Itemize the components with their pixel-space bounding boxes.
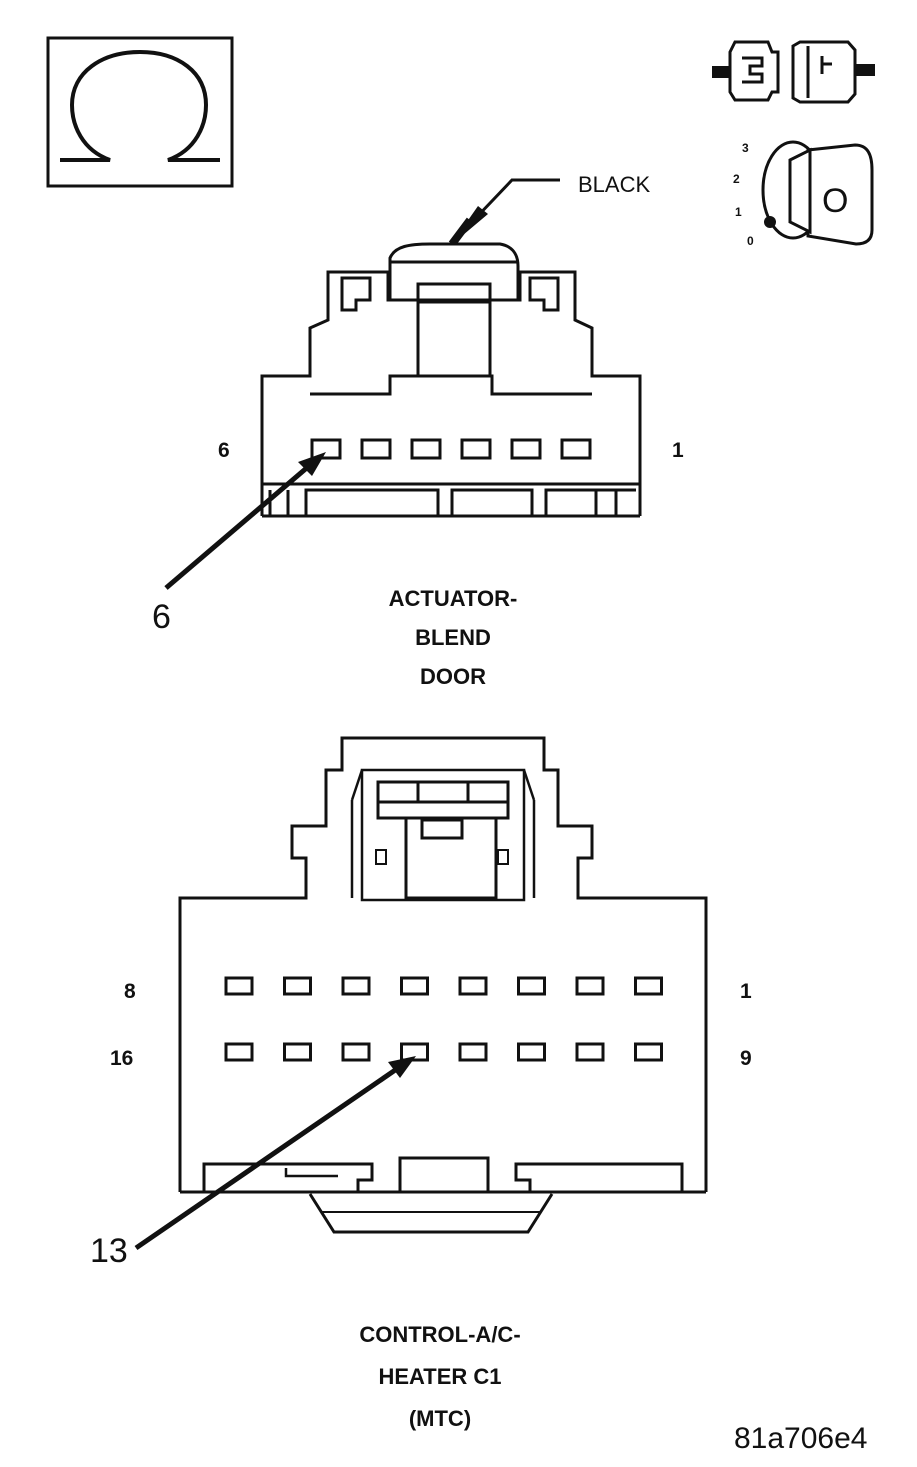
connector1-pin-row	[310, 438, 592, 460]
connector1-pin-label-left: 6	[218, 439, 230, 462]
connector2-pin-16	[224, 1042, 254, 1062]
connector2-pin-4	[458, 976, 488, 996]
connector2-pin-12	[458, 1042, 488, 1062]
connector1-pin-4	[410, 438, 442, 460]
connector2-pin-6	[341, 976, 371, 996]
connector1-pin-2	[510, 438, 542, 460]
connector2-pin-label-row1-left: 8	[124, 980, 136, 1003]
connector1-pin-5	[360, 438, 392, 460]
connector2-title-line-2: HEATER C1	[378, 1364, 501, 1389]
figure-id: 81a706e4	[734, 1422, 867, 1455]
connector2-callout-number: 13	[90, 1232, 128, 1270]
ignition-position-1: 1	[735, 205, 742, 219]
ignition-position-0: 0	[747, 234, 754, 248]
connector2-pin-11	[517, 1042, 546, 1062]
connector2-pin-label-row2-right: 9	[740, 1047, 752, 1070]
connector1-pin-1	[560, 438, 592, 460]
connector-actuator-blend-door: BLACK 6 1 6 ACTUATOR- BLEND DOOR	[152, 172, 684, 689]
connector2-pin-9	[634, 1042, 663, 1062]
connector1-callout-arrow	[164, 458, 318, 590]
color-label-black: BLACK	[578, 172, 650, 197]
connector2-pin-13	[400, 1042, 429, 1062]
ignition-key-off-icon: 3 2 1 0 O	[733, 140, 874, 248]
ohm-symbol-icon	[46, 36, 234, 188]
connector1-title-line-1: ACTUATOR-	[389, 586, 518, 611]
connector2-pin-1	[634, 976, 663, 996]
connector2-pin-3	[517, 976, 546, 996]
connector-control-ac-heater-c1: 8 1 16 9 13 CONTROL-A/C- HEATER C1 (MTC)	[90, 736, 752, 1431]
connector2-pin-label-row1-right: 1	[740, 980, 752, 1003]
connector2-title-line-1: CONTROL-A/C-	[359, 1322, 520, 1347]
connector2-pin-2	[575, 976, 605, 996]
connector1-callout-number: 6	[152, 598, 171, 636]
connector1-title-line-3: DOOR	[420, 664, 486, 689]
disconnected-connector-icon	[712, 40, 875, 104]
connector2-title-line-3: (MTC)	[409, 1406, 471, 1431]
connector2-pin-8	[224, 976, 254, 996]
connector2-callout-arrow	[134, 1061, 406, 1251]
connector2-pin-14	[341, 1042, 371, 1062]
connector1-pin-label-right: 1	[672, 439, 684, 462]
connector2-pin-15	[283, 1042, 312, 1062]
connector1-pin-3	[460, 438, 492, 460]
ignition-key-letter: O	[822, 182, 848, 220]
connector1-title-line-2: BLEND	[415, 625, 491, 650]
ignition-position-2: 2	[733, 172, 740, 186]
connector2-pin-10	[575, 1042, 605, 1062]
connector2-pin-7	[283, 976, 312, 996]
ignition-position-3: 3	[742, 141, 749, 155]
connector1-pin-6	[310, 438, 342, 460]
connector2-pin-grid	[224, 976, 663, 1062]
connector2-pin-5	[400, 976, 429, 996]
connector2-pin-label-row2-left: 16	[110, 1047, 133, 1070]
